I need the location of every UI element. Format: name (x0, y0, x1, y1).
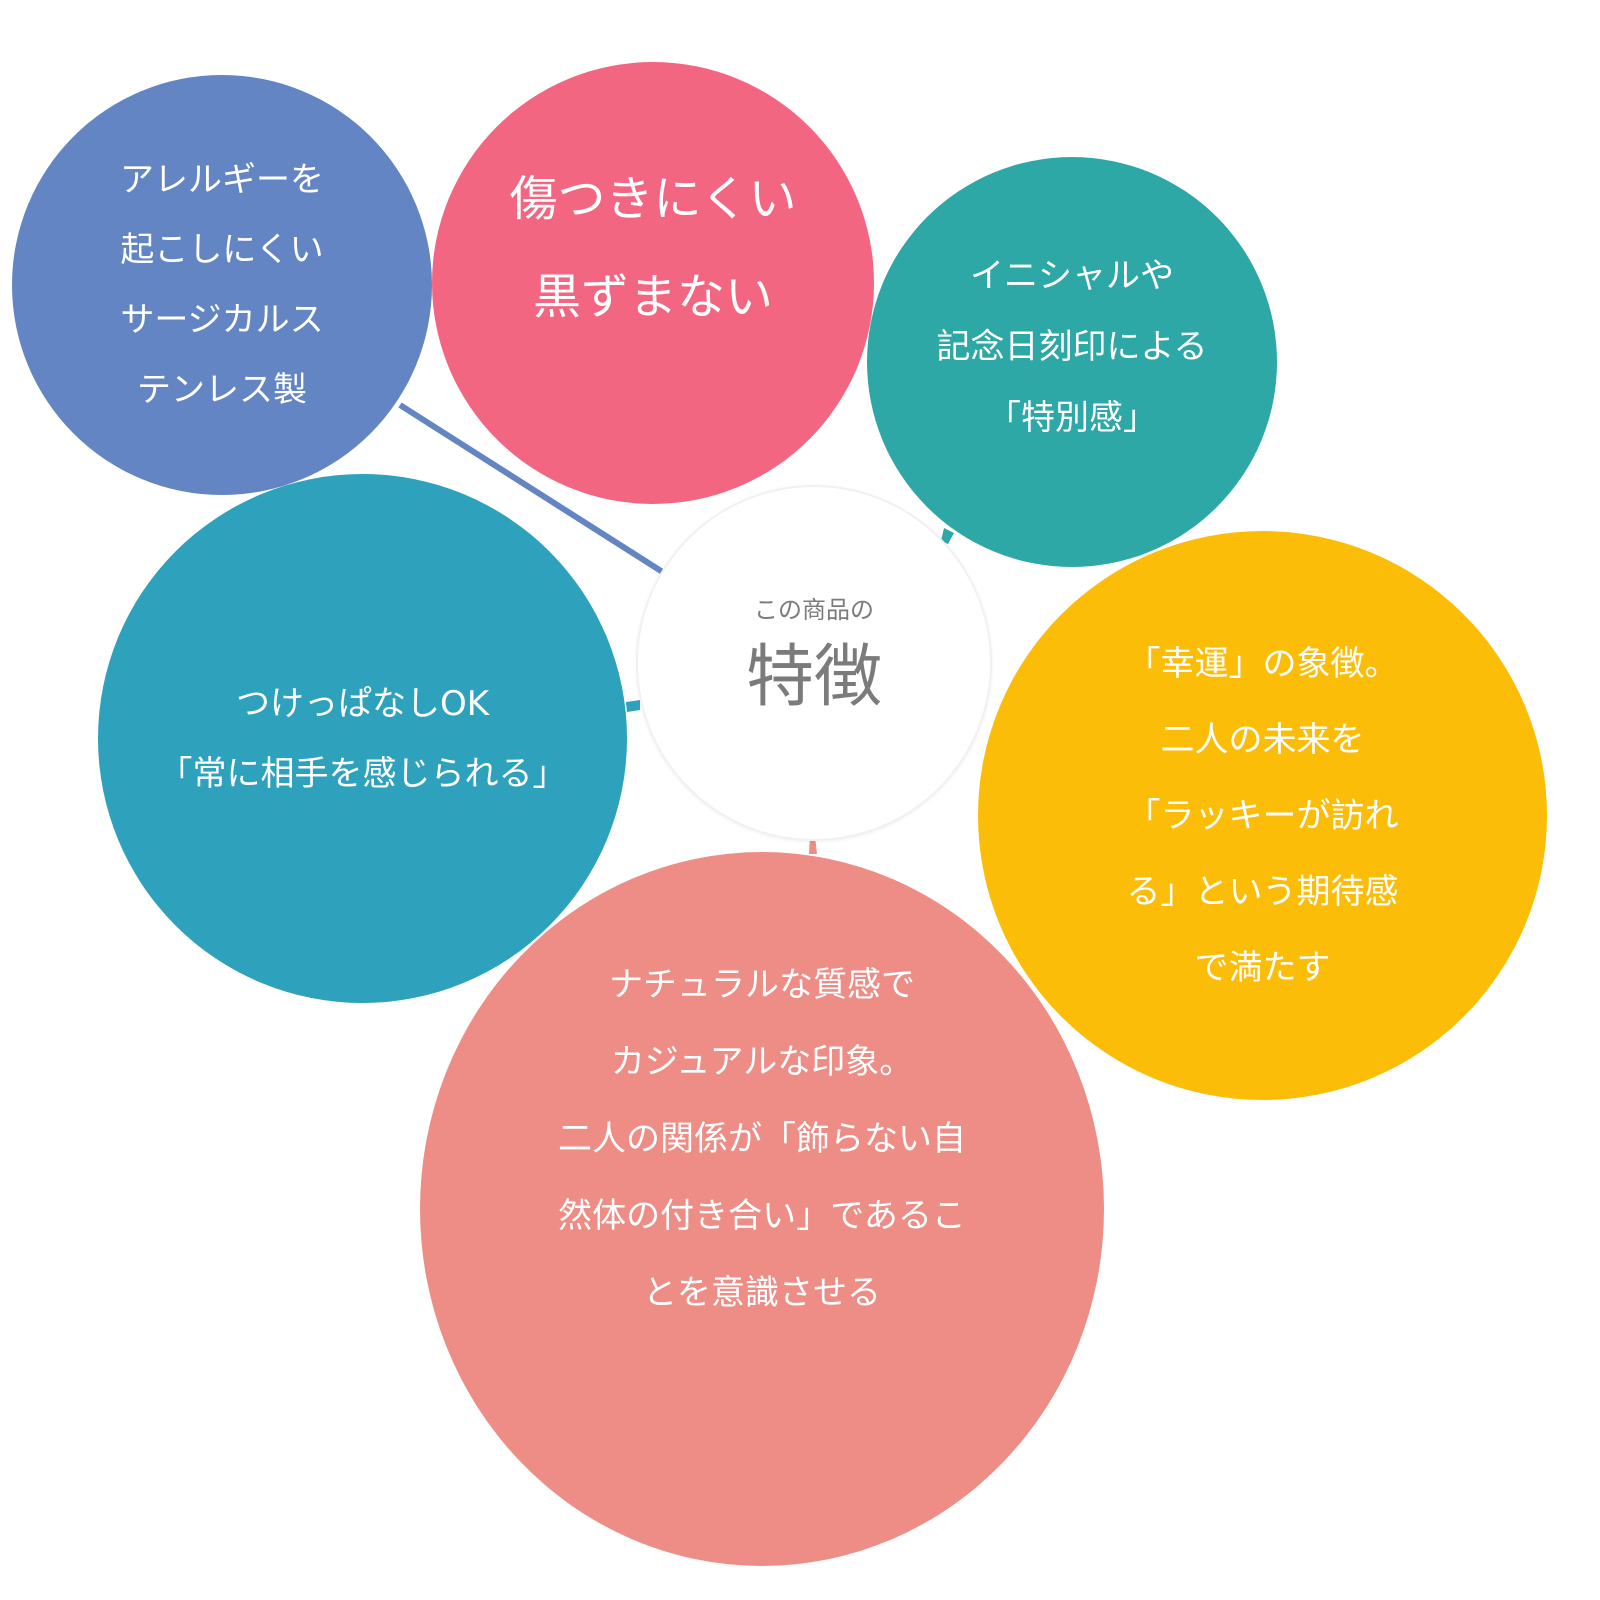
text-line: 然体の付き合い」であるこ (558, 1195, 966, 1236)
text-line: 起こしにくい (120, 230, 324, 270)
text-line: サージカルス (120, 300, 324, 340)
text-line: 「幸運」の象徴。 (1126, 643, 1399, 684)
text-line: 二人の未来を (1160, 719, 1365, 760)
feature-bubble-luck-symbol: 「幸運」の象徴。 二人の未来を 「ラッキーが訪れ る」という期待感 で満たす (978, 531, 1547, 1100)
connector-allergy (398, 402, 674, 581)
bubble-text: 「幸運」の象徴。 二人の未来を 「ラッキーが訪れ る」という期待感 で満たす (1127, 626, 1399, 1006)
text-line: 「常に相手を感じられる」 (158, 753, 567, 794)
text-line: で満たす (1194, 947, 1331, 988)
connector-always (626, 700, 640, 712)
feature-bubble-natural-texture: ナチュラルな質感で カジュアルな印象。 二人の関係が「飾らない自 然体の付き合い… (420, 852, 1104, 1566)
center-subtitle: この商品の (754, 596, 874, 624)
text-line: 二人の関係が「飾らない自 (558, 1118, 966, 1159)
feature-bubble-engraving: イニシャルや 記念日刻印による 「特別感」 (867, 157, 1277, 567)
text-line: つけっぱなしOK (235, 683, 490, 724)
feature-bubble-always-wear: つけっぱなしOK 「常に相手を感じられる」 (98, 474, 627, 1003)
feature-bubble-allergy: アレルギーを 起こしにくい サージカルス テンレス製 (12, 75, 432, 495)
feature-bubble-scratch-resistant: 傷つきにくい 黒ずまない (432, 62, 874, 504)
bubble-text: つけっぱなしOK 「常に相手を感じられる」 (159, 669, 567, 809)
text-line: アレルギーを (120, 160, 324, 200)
text-line: テンレス製 (137, 370, 307, 410)
bubble-text: イニシャルや 記念日刻印による 「特別感」 (937, 241, 1208, 454)
text-line: とを意識させる (643, 1272, 881, 1313)
text-line: ナチュラルな質感で (609, 964, 915, 1005)
text-line: イニシャルや (969, 255, 1174, 296)
text-line: 「ラッキーが訪れ (1126, 795, 1399, 836)
text-line: 黒ずまない (532, 269, 773, 325)
center-hub: この商品の 特徴 (636, 485, 992, 841)
bubble-text: ナチュラルな質感で カジュアルな印象。 二人の関係が「飾らない自 然体の付き合い… (558, 947, 966, 1332)
bubble-text: アレルギーを 起こしにくい サージカルス テンレス製 (120, 145, 324, 425)
bubble-text: 傷つきにくい 黒ずまない (509, 150, 796, 346)
text-line: 傷つきにくい (509, 171, 797, 227)
text-line: る」という期待感 (1126, 871, 1399, 912)
text-line: 記念日刻印による (936, 326, 1208, 367)
text-line: 「特別感」 (986, 397, 1157, 438)
connector-initial (941, 528, 954, 544)
text-line: カジュアルな印象。 (610, 1041, 914, 1082)
center-title: 特徴 (745, 638, 882, 717)
